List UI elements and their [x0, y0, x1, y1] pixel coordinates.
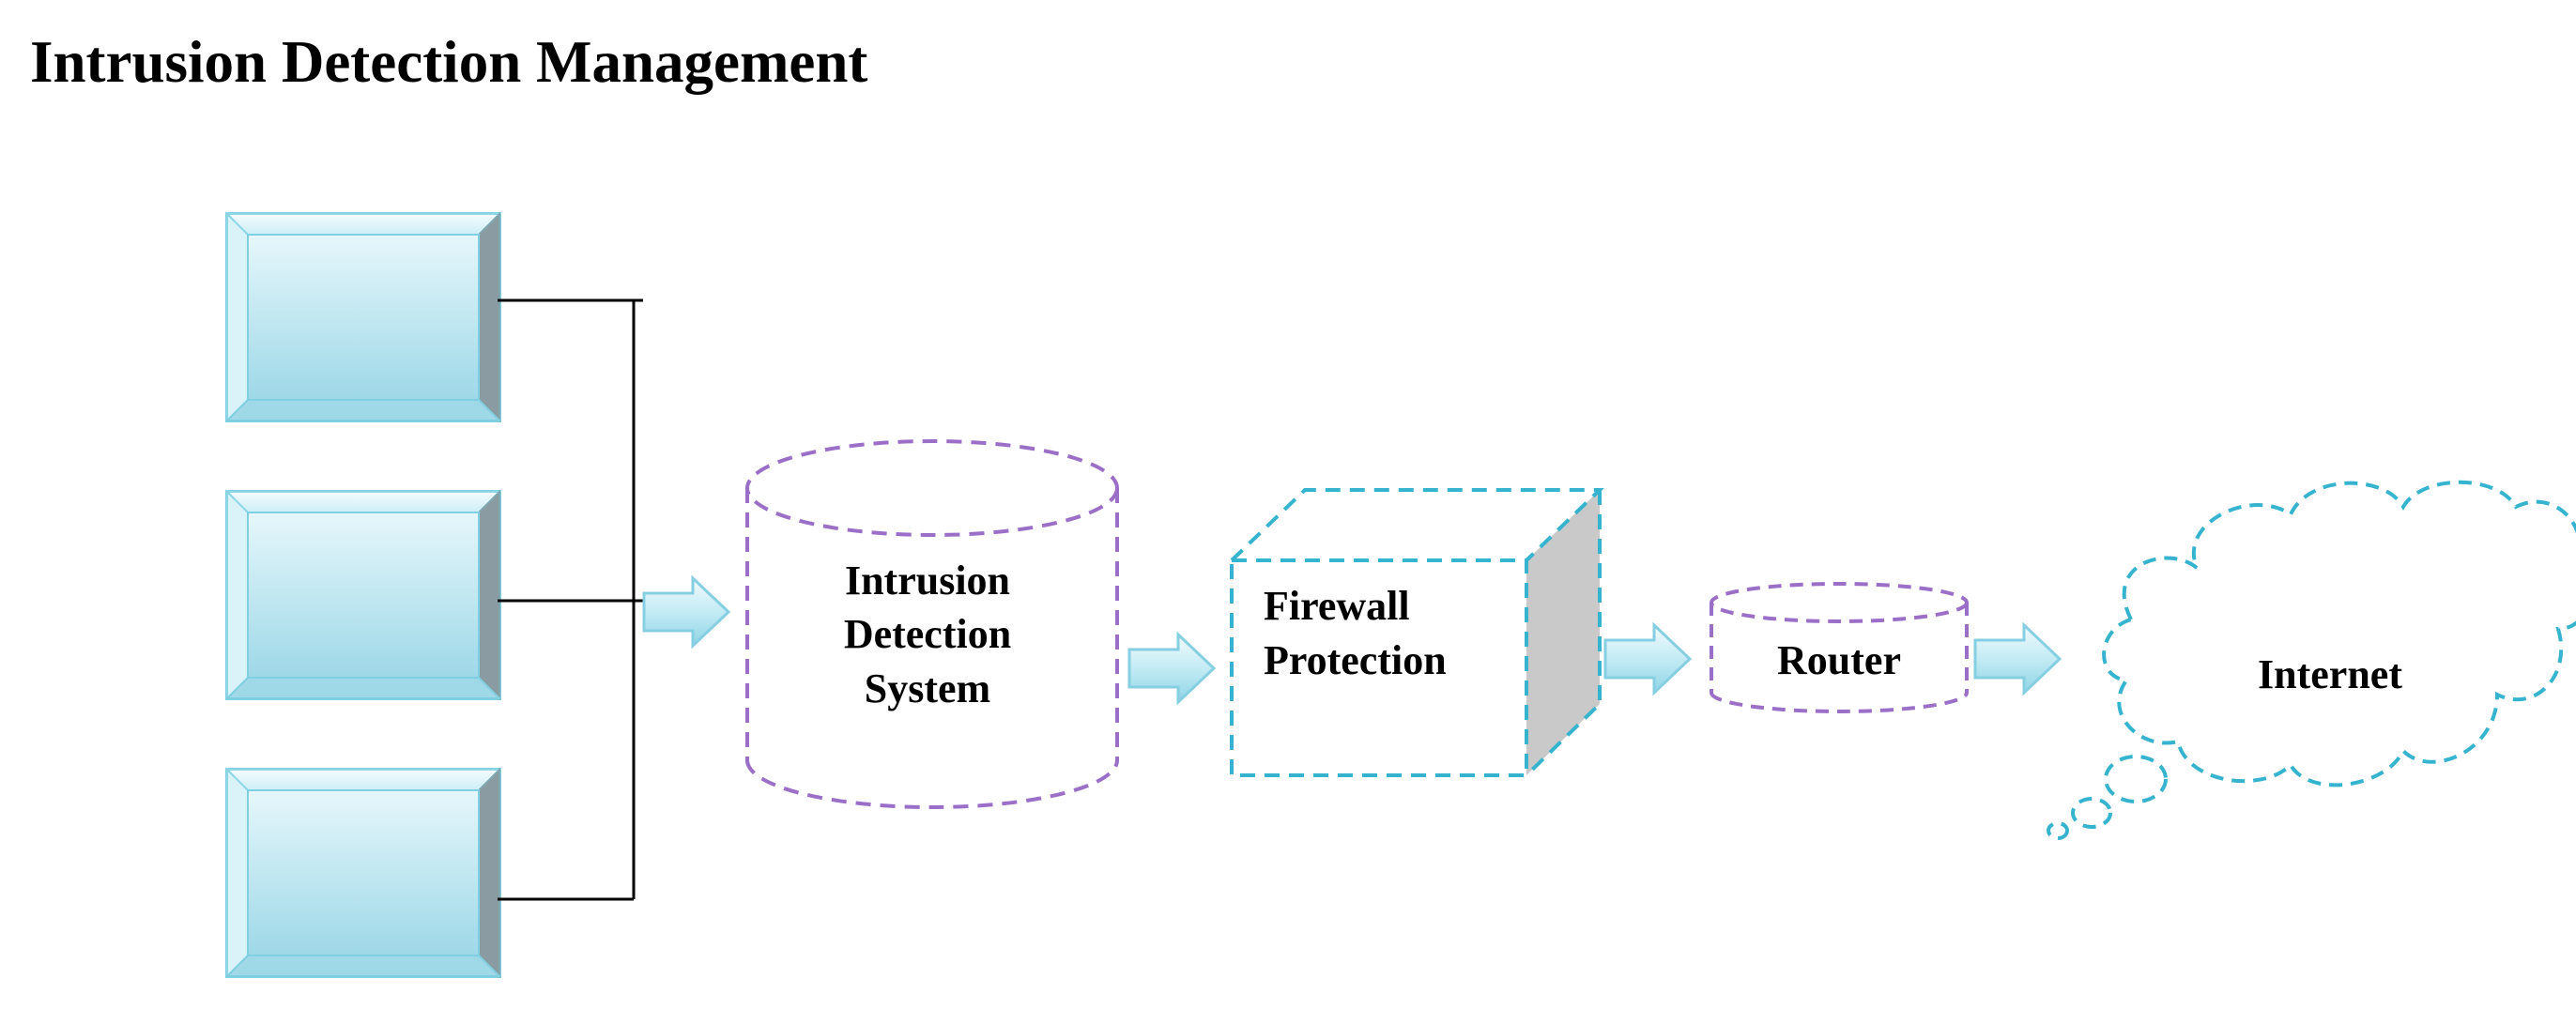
internet-cloud-icon	[2047, 480, 2576, 840]
firewall-label-line2: Protection	[1264, 637, 1447, 683]
internet-label: Internet	[2258, 651, 2402, 697]
ids-label-line3: System	[865, 665, 990, 711]
ids-label-line2: Detection	[844, 611, 1011, 657]
arrow-to-firewall	[1127, 633, 1216, 704]
firewall-cube	[1230, 488, 1604, 777]
arrow-to-internet	[1973, 623, 2062, 695]
arrow-to-ids	[642, 576, 730, 648]
arrow-to-router	[1603, 623, 1692, 695]
computer-3-icon	[225, 768, 501, 978]
computer-1-icon	[225, 212, 501, 422]
ids-cylinder	[745, 439, 1119, 809]
firewall-label-line1: Firewall	[1264, 583, 1410, 629]
connector-lines	[498, 298, 643, 901]
page-title: Intrusion Detection Management	[30, 29, 868, 95]
computer-2-icon	[225, 490, 501, 700]
router-cylinder	[1710, 582, 1969, 713]
ids-label-line1: Intrusion	[845, 558, 1010, 604]
router-label: Router	[1777, 637, 1901, 683]
